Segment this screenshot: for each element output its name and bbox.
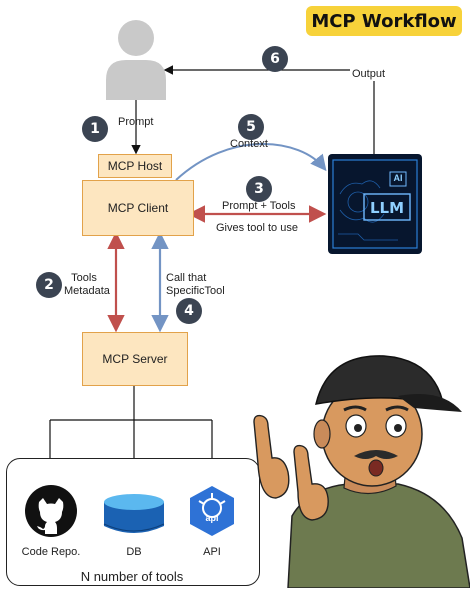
call-tool-label: Call that SpecificTool [166,272,225,298]
llm-box: LLM AI [328,154,422,254]
llm-art-icon [332,159,418,249]
database-icon [103,494,165,533]
mcp-client-box: MCP Client [82,180,194,236]
tool-label-db: DB [126,546,142,558]
prompt-tools-label: Prompt + Tools [222,200,296,212]
diagram-title: MCP Workflow [306,6,462,36]
tool-label-api: API [203,546,221,558]
github-icon [25,485,77,537]
call-tool-line1: Call that [166,272,207,284]
gives-tool-label: Gives tool to use [216,222,298,234]
step-6-badge: 6 [262,46,288,72]
step-5-badge: 5 [238,114,264,140]
step-1-badge: 1 [82,116,108,142]
tool-label-code-repo: Code Repo. [21,546,81,558]
tools-metadata-line2: Metadata [64,285,110,297]
api-badge: api [205,513,219,523]
step-3-badge: 3 [246,176,272,202]
llm-label: LLM [369,199,405,217]
mcp-server-box: MCP Server [82,332,188,386]
step-4-badge: 4 [176,298,202,324]
step-2-badge: 2 [36,272,62,298]
llm-ai-badge: AI [393,173,403,183]
user-icon [106,20,166,100]
tools-caption: N number of tools [80,569,184,584]
tools-metadata-label: Tools Metadata [64,272,110,298]
context-arrow [175,143,327,181]
output-label: Output [350,68,388,81]
api-icon [190,486,234,536]
presenter-illustration [253,355,470,588]
context-label: Context [230,138,268,150]
prompt-label: Prompt [118,116,154,128]
output-arrow [163,65,375,154]
mcp-host-box: MCP Host [98,154,172,178]
call-tool-line2: SpecificTool [166,285,225,297]
tools-metadata-line1: Tools [71,272,97,284]
